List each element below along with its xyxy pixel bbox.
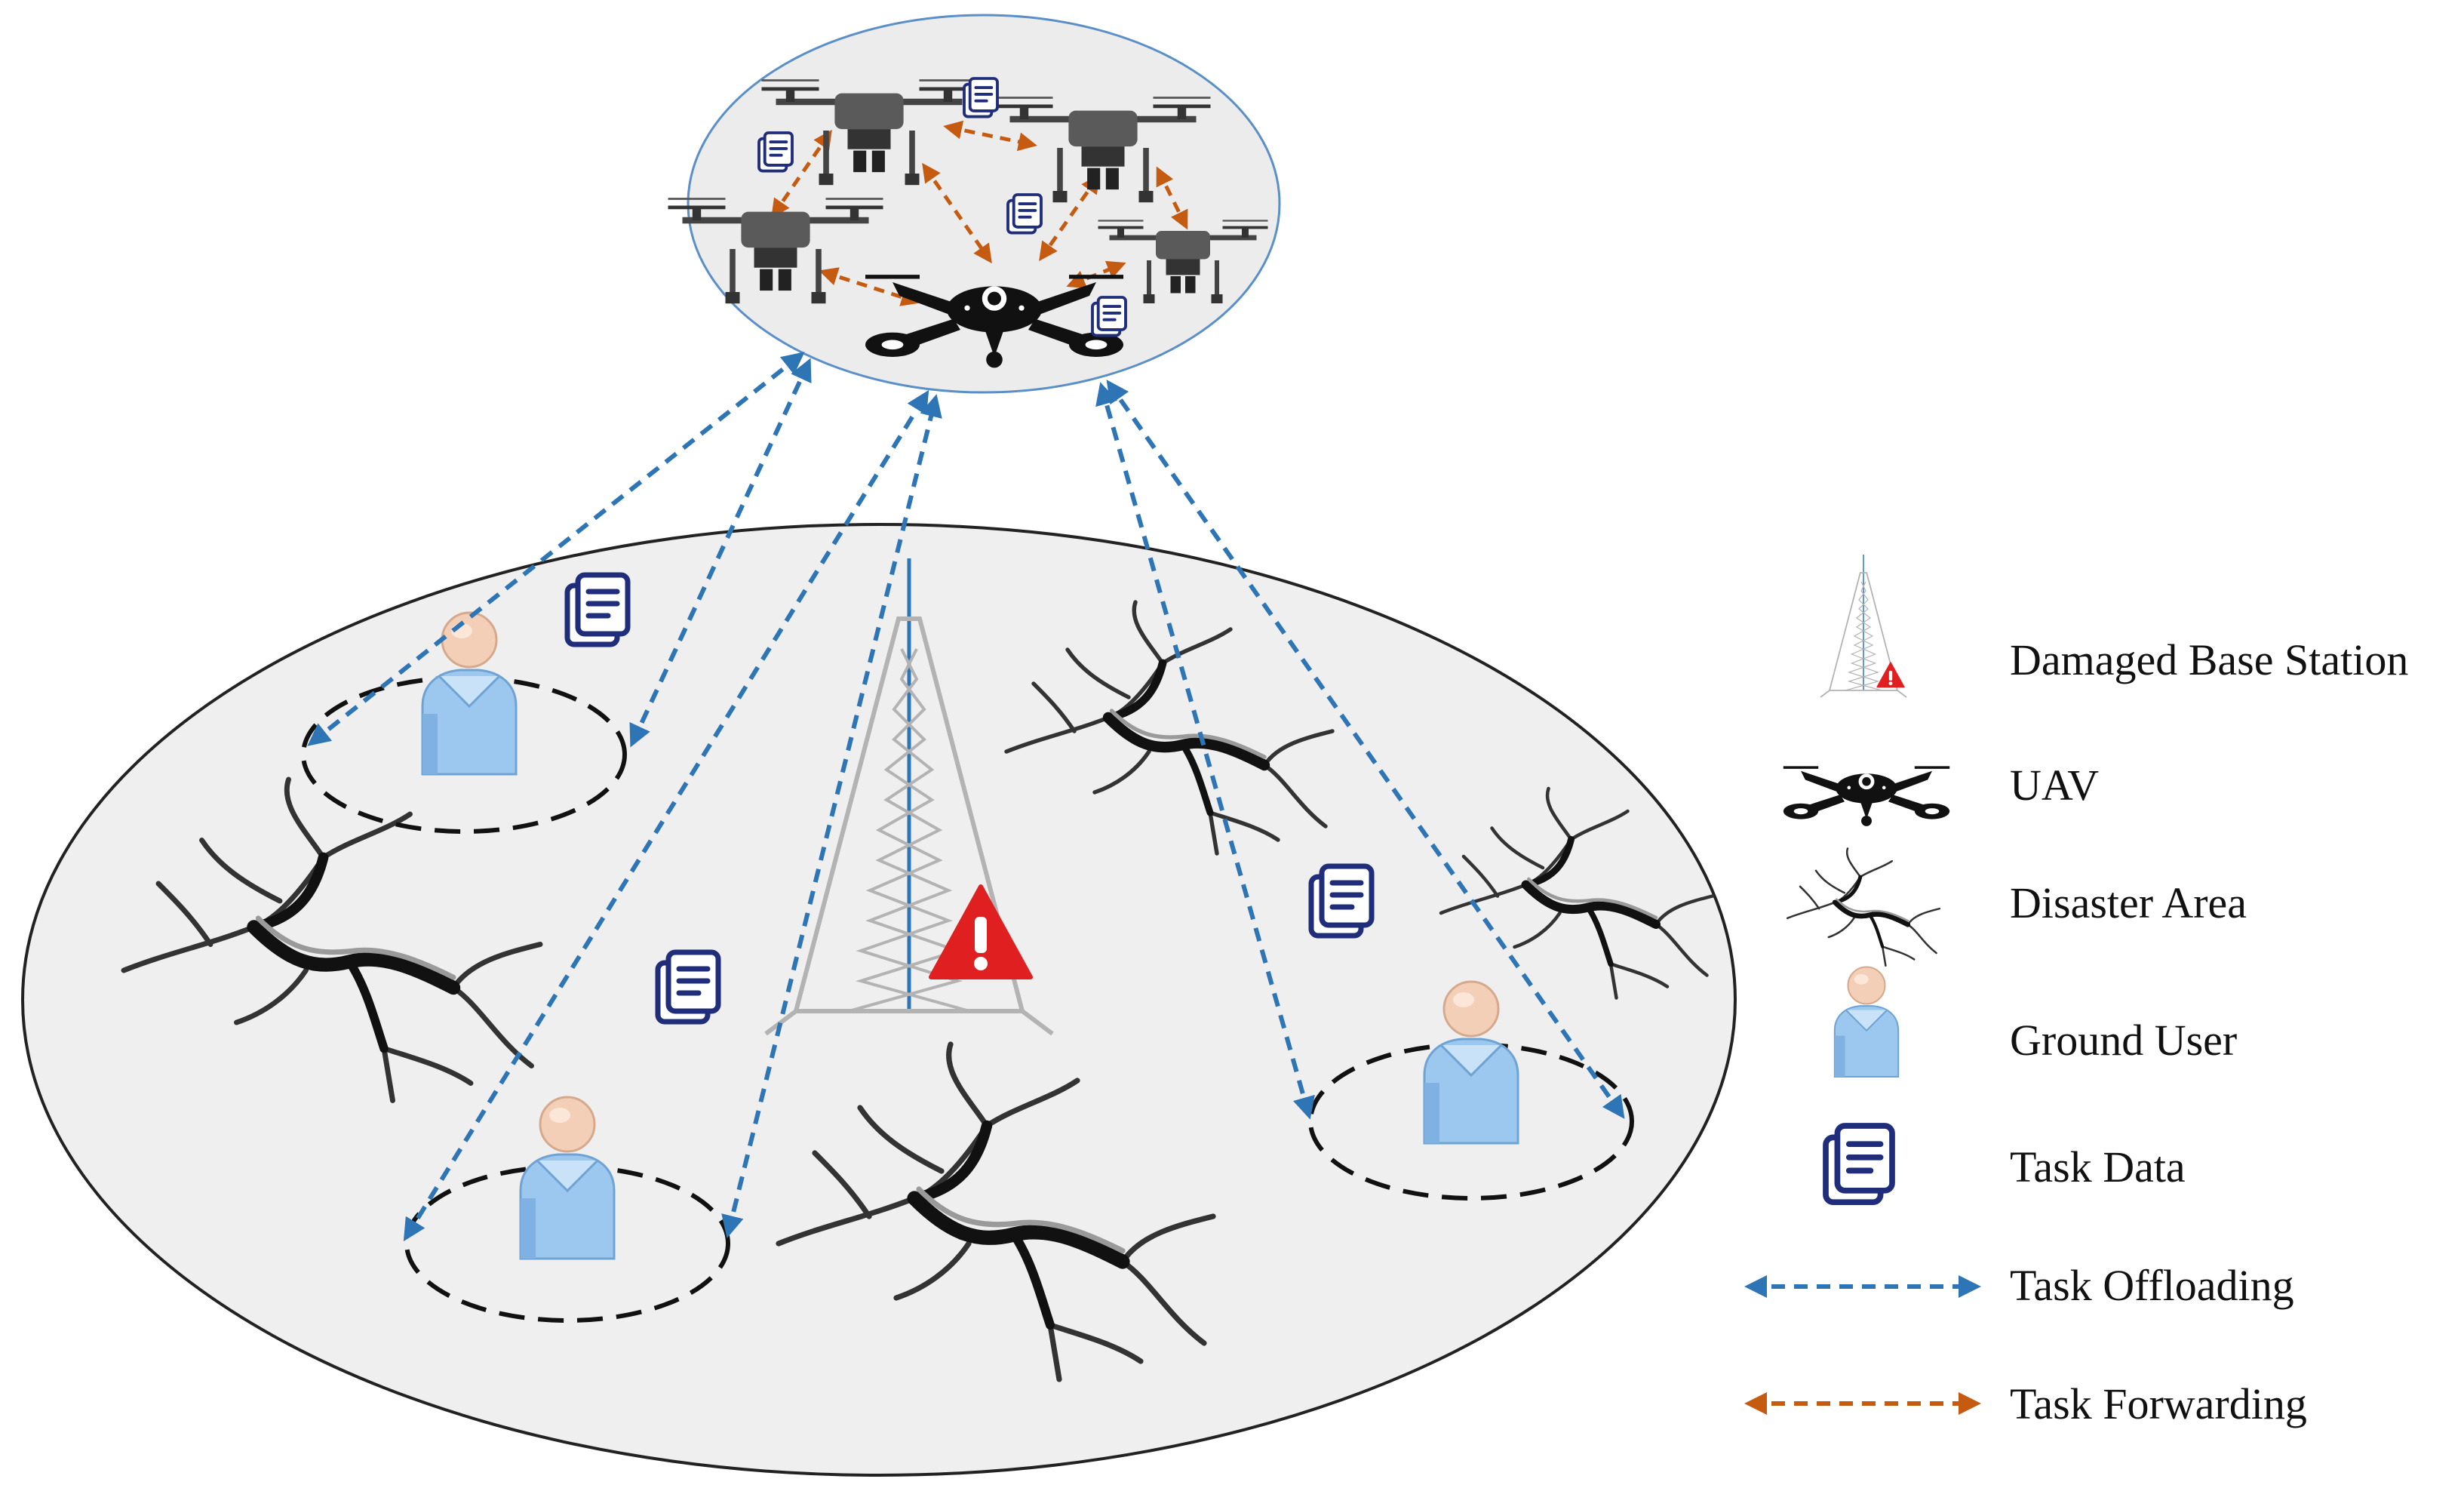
forwarding-link (943, 120, 1037, 152)
legend-uav-icon (1782, 766, 1951, 828)
task-data-icon (757, 131, 794, 173)
legend-damaged-base-station-icon (1820, 554, 1907, 698)
task-offloading-links (307, 352, 1625, 1242)
task-data-icon (567, 575, 628, 644)
uav-swarm-area (687, 14, 1281, 394)
legend-label-disaster-area: Disaster Area (2010, 878, 2247, 927)
legend-label-uav: UAV (2010, 761, 2100, 810)
forwarding-link (922, 162, 992, 264)
legend-task-data-icon (1826, 1126, 1892, 1202)
legend-label-ground-user: Ground User (2010, 1016, 2238, 1065)
forwarding-link (1039, 174, 1100, 262)
offloading-link (721, 394, 942, 1238)
offloading-link (1106, 380, 1625, 1119)
legend-crack-icon (1787, 848, 1940, 965)
legend-label-task-data: Task Data (2010, 1142, 2186, 1191)
task-data-icon (963, 77, 999, 118)
forwarding-link (1066, 260, 1126, 289)
forwarding-link (1156, 166, 1188, 230)
user-coverage-ring (404, 1164, 730, 1323)
legend (1744, 554, 1981, 1415)
task-forwarding-links (771, 120, 1188, 306)
forwarding-link (819, 267, 920, 306)
legend-label-task-forwarding: Task Forwarding (2010, 1379, 2307, 1428)
task-data-icon (1091, 296, 1127, 337)
user-coverage-ring (1308, 1042, 1634, 1201)
task-data-icon (1006, 193, 1043, 235)
legend-ground-user-icon (1833, 966, 1900, 1078)
task-data-icon (1311, 866, 1372, 936)
legend-label-damaged-base-station: Damaged Base Station (2010, 635, 2409, 684)
task-data-icon (658, 952, 718, 1022)
legend-label-task-offloading: Task Offloading (2010, 1261, 2294, 1310)
